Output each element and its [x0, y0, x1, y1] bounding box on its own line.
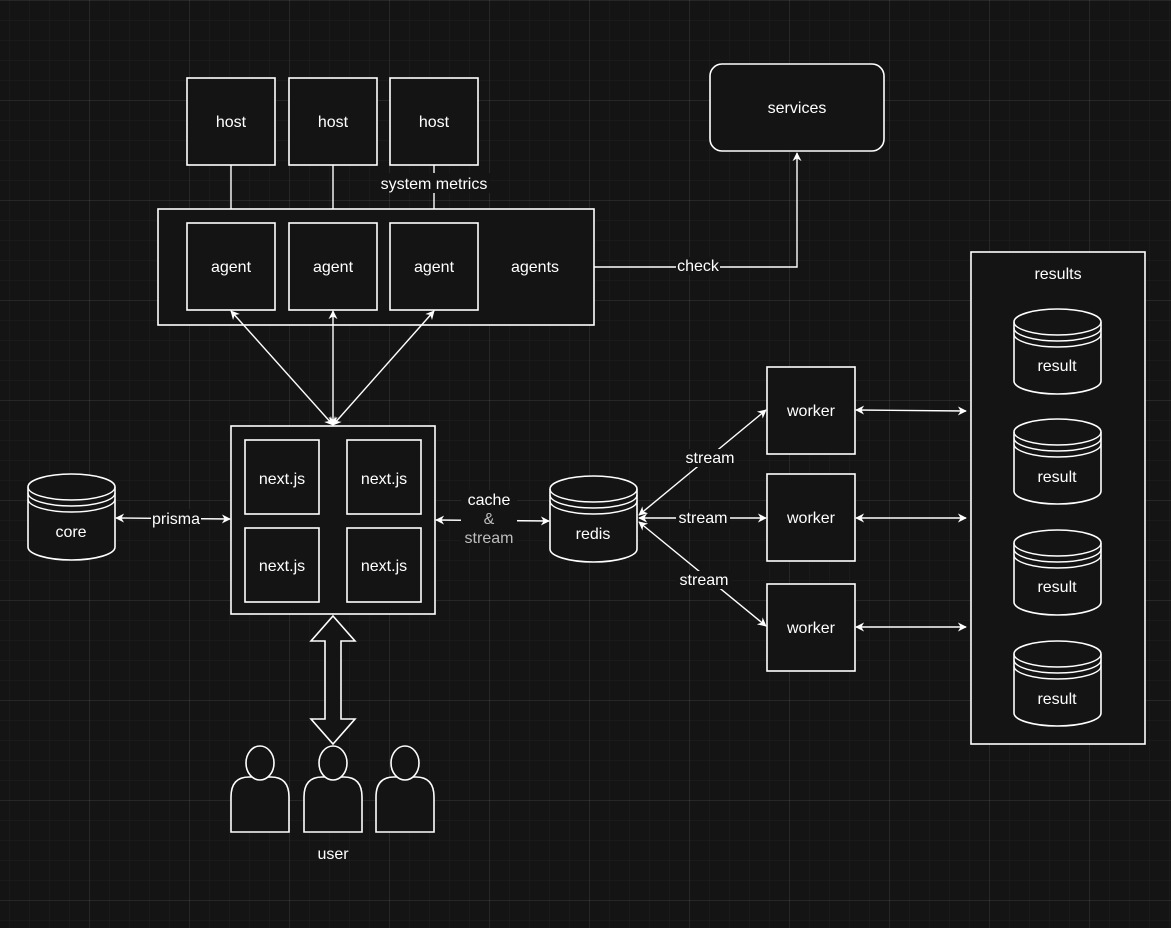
- nextjs-label: next.js: [361, 471, 407, 488]
- prisma-label: prisma: [152, 511, 200, 528]
- services-node[interactable]: services: [709, 63, 885, 152]
- agent-label: agent: [211, 259, 252, 276]
- worker-node-1[interactable]: worker: [766, 366, 856, 455]
- worker-label: worker: [786, 510, 836, 527]
- nextjs-node-4[interactable]: next.js: [346, 527, 422, 603]
- nextjs-label: next.js: [259, 471, 305, 488]
- amp-label: &: [484, 511, 495, 528]
- core-database[interactable]: core: [27, 473, 116, 561]
- agent-node-2[interactable]: agent: [288, 222, 378, 311]
- host-node-2[interactable]: host: [288, 77, 378, 166]
- cache-label: cache: [468, 492, 511, 509]
- host-label: host: [318, 114, 349, 131]
- stream-label-middle: stream: [679, 510, 728, 527]
- agent-nextjs-edge: [230, 310, 334, 426]
- result-label: result: [1037, 358, 1077, 375]
- agent-label: agent: [313, 259, 354, 276]
- worker-node-2[interactable]: worker: [766, 473, 856, 562]
- result-label: result: [1037, 469, 1077, 486]
- user-icon[interactable]: [375, 745, 435, 833]
- worker-results-edge: [855, 405, 967, 416]
- user-icon[interactable]: [230, 745, 290, 833]
- result-database-2[interactable]: result: [1013, 418, 1102, 505]
- redis-label: redis: [576, 526, 611, 543]
- agent-nextjs-edge: [332, 310, 435, 426]
- agents-group-label: agents: [511, 259, 559, 276]
- worker-node-3[interactable]: worker: [766, 583, 856, 672]
- result-label: result: [1037, 579, 1077, 596]
- result-database-1[interactable]: result: [1013, 308, 1102, 395]
- check-label: check: [677, 258, 720, 275]
- redis-database[interactable]: redis: [549, 475, 638, 563]
- host-node-1[interactable]: host: [186, 77, 276, 166]
- worker-label: worker: [786, 403, 836, 420]
- results-group-label: results: [1034, 266, 1081, 283]
- host-label: host: [216, 114, 247, 131]
- database-icon-label: core: [55, 524, 86, 541]
- stream-label: stream: [465, 530, 514, 547]
- stream-label-bottom: stream: [680, 572, 729, 589]
- stream-label-top: stream: [686, 450, 735, 467]
- nextjs-node-1[interactable]: next.js: [244, 439, 320, 515]
- check-edge: [594, 152, 802, 268]
- nextjs-label: next.js: [361, 558, 407, 575]
- result-label: result: [1037, 691, 1077, 708]
- double-arrow-icon: [309, 614, 357, 746]
- user-icon[interactable]: [303, 745, 363, 833]
- agent-label: agent: [414, 259, 455, 276]
- host-label: host: [419, 114, 450, 131]
- nextjs-node-3[interactable]: next.js: [244, 527, 320, 603]
- result-database-4[interactable]: result: [1013, 640, 1102, 727]
- agent-node-3[interactable]: agent: [389, 222, 479, 311]
- nextjs-node-2[interactable]: next.js: [346, 439, 422, 515]
- agent-node-1[interactable]: agent: [186, 222, 276, 311]
- services-label: services: [768, 100, 827, 117]
- user-label: user: [317, 846, 349, 863]
- host-node-3[interactable]: host: [389, 77, 479, 166]
- worker-label: worker: [786, 620, 836, 637]
- result-database-3[interactable]: result: [1013, 529, 1102, 616]
- nextjs-label: next.js: [259, 558, 305, 575]
- system-metrics-label: system metrics: [381, 176, 488, 193]
